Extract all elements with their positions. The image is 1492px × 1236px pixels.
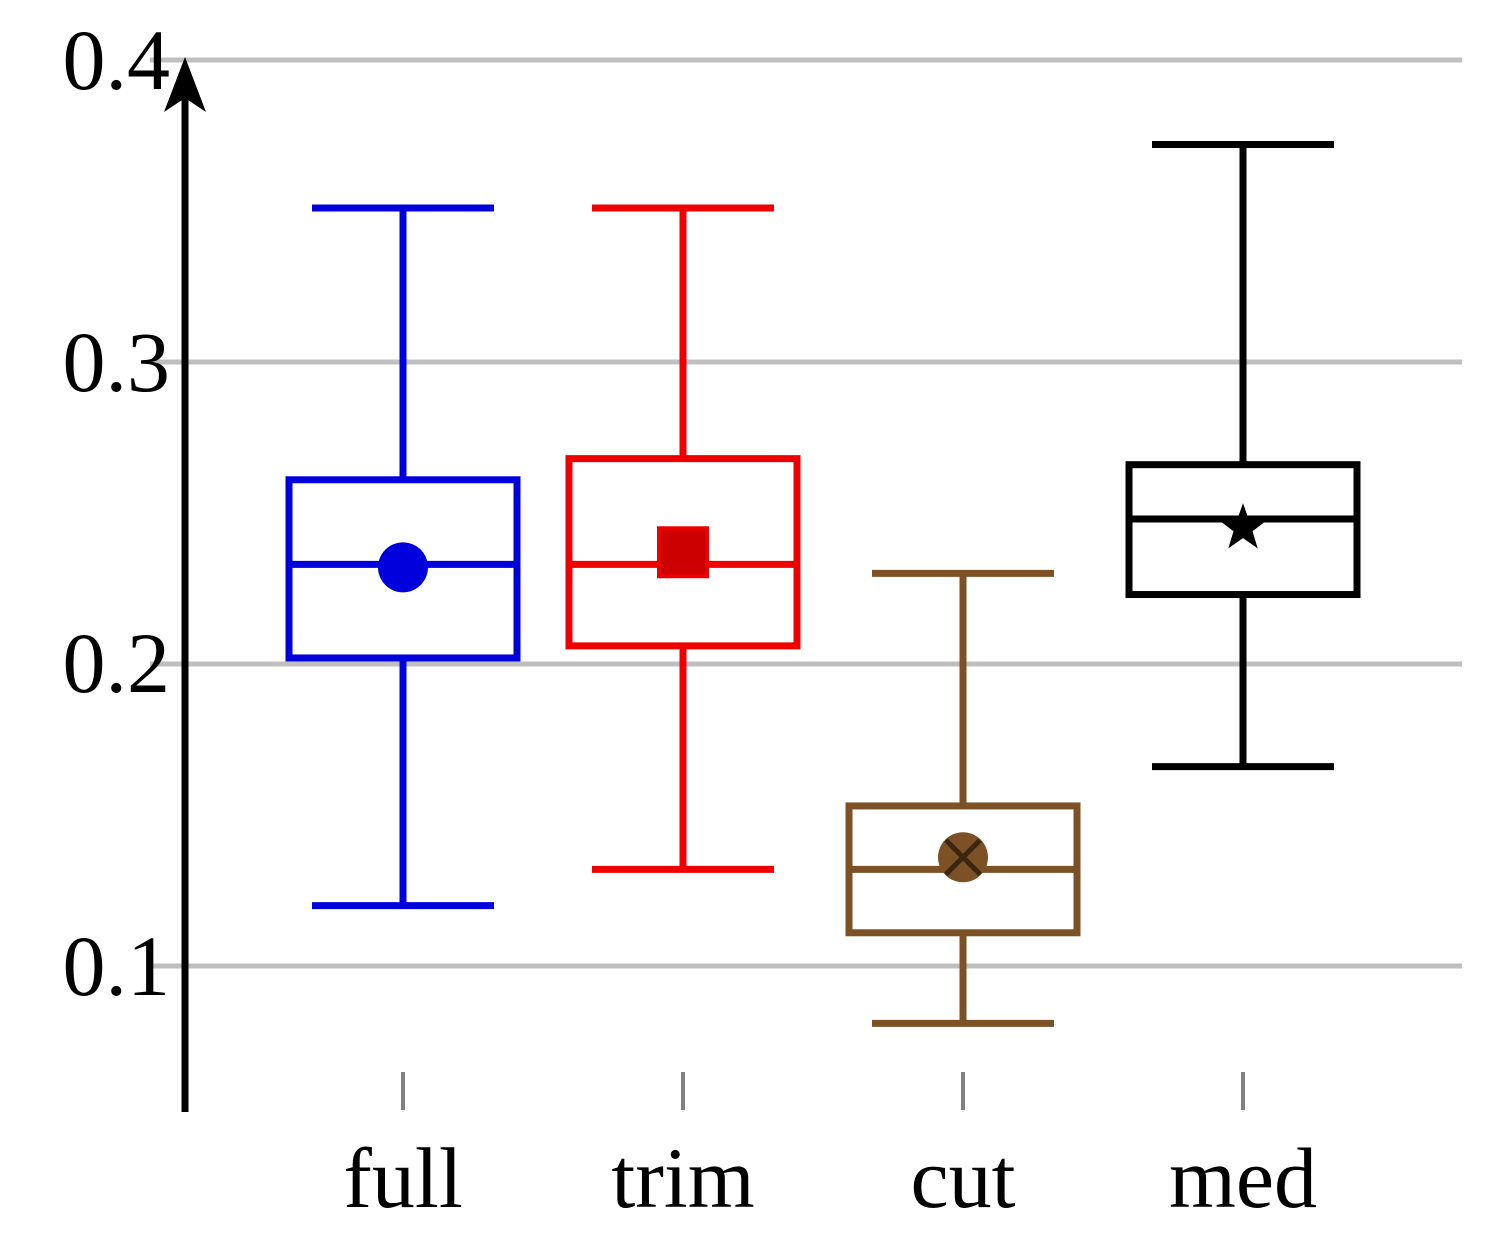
ytick-label-3: 0.1 bbox=[62, 918, 171, 1014]
ytick-label-0: 0.4 bbox=[62, 12, 171, 108]
mean-marker-square-icon bbox=[657, 526, 709, 579]
boxplot-trim[interactable] bbox=[565, 204, 801, 873]
gridlines-group bbox=[150, 57, 1462, 969]
y-axis-arrowhead bbox=[164, 57, 206, 112]
xtick-label-med: med bbox=[1168, 1130, 1318, 1226]
boxplot-med[interactable] bbox=[1125, 141, 1361, 771]
mean-marker-star-icon bbox=[1219, 503, 1267, 549]
mean-marker-circle-icon bbox=[378, 542, 428, 593]
ytick-label-2: 0.2 bbox=[62, 615, 171, 711]
ytick-label-1: 0.3 bbox=[62, 314, 171, 410]
xtick-label-cut: cut bbox=[910, 1130, 1016, 1226]
box-iqr bbox=[1125, 461, 1361, 599]
xtick-label-full: full bbox=[343, 1130, 463, 1226]
boxplot-full[interactable] bbox=[285, 204, 521, 910]
box-iqr bbox=[285, 476, 521, 662]
box-plots-group bbox=[285, 141, 1361, 1027]
xtick-label-trim: trim bbox=[611, 1130, 755, 1226]
mean-marker-crossed-circle-icon bbox=[938, 832, 988, 883]
axis-group bbox=[164, 57, 206, 1112]
xtick-marks-group bbox=[401, 1072, 1245, 1110]
box-iqr bbox=[565, 455, 801, 650]
boxplot-cut[interactable] bbox=[845, 569, 1081, 1027]
